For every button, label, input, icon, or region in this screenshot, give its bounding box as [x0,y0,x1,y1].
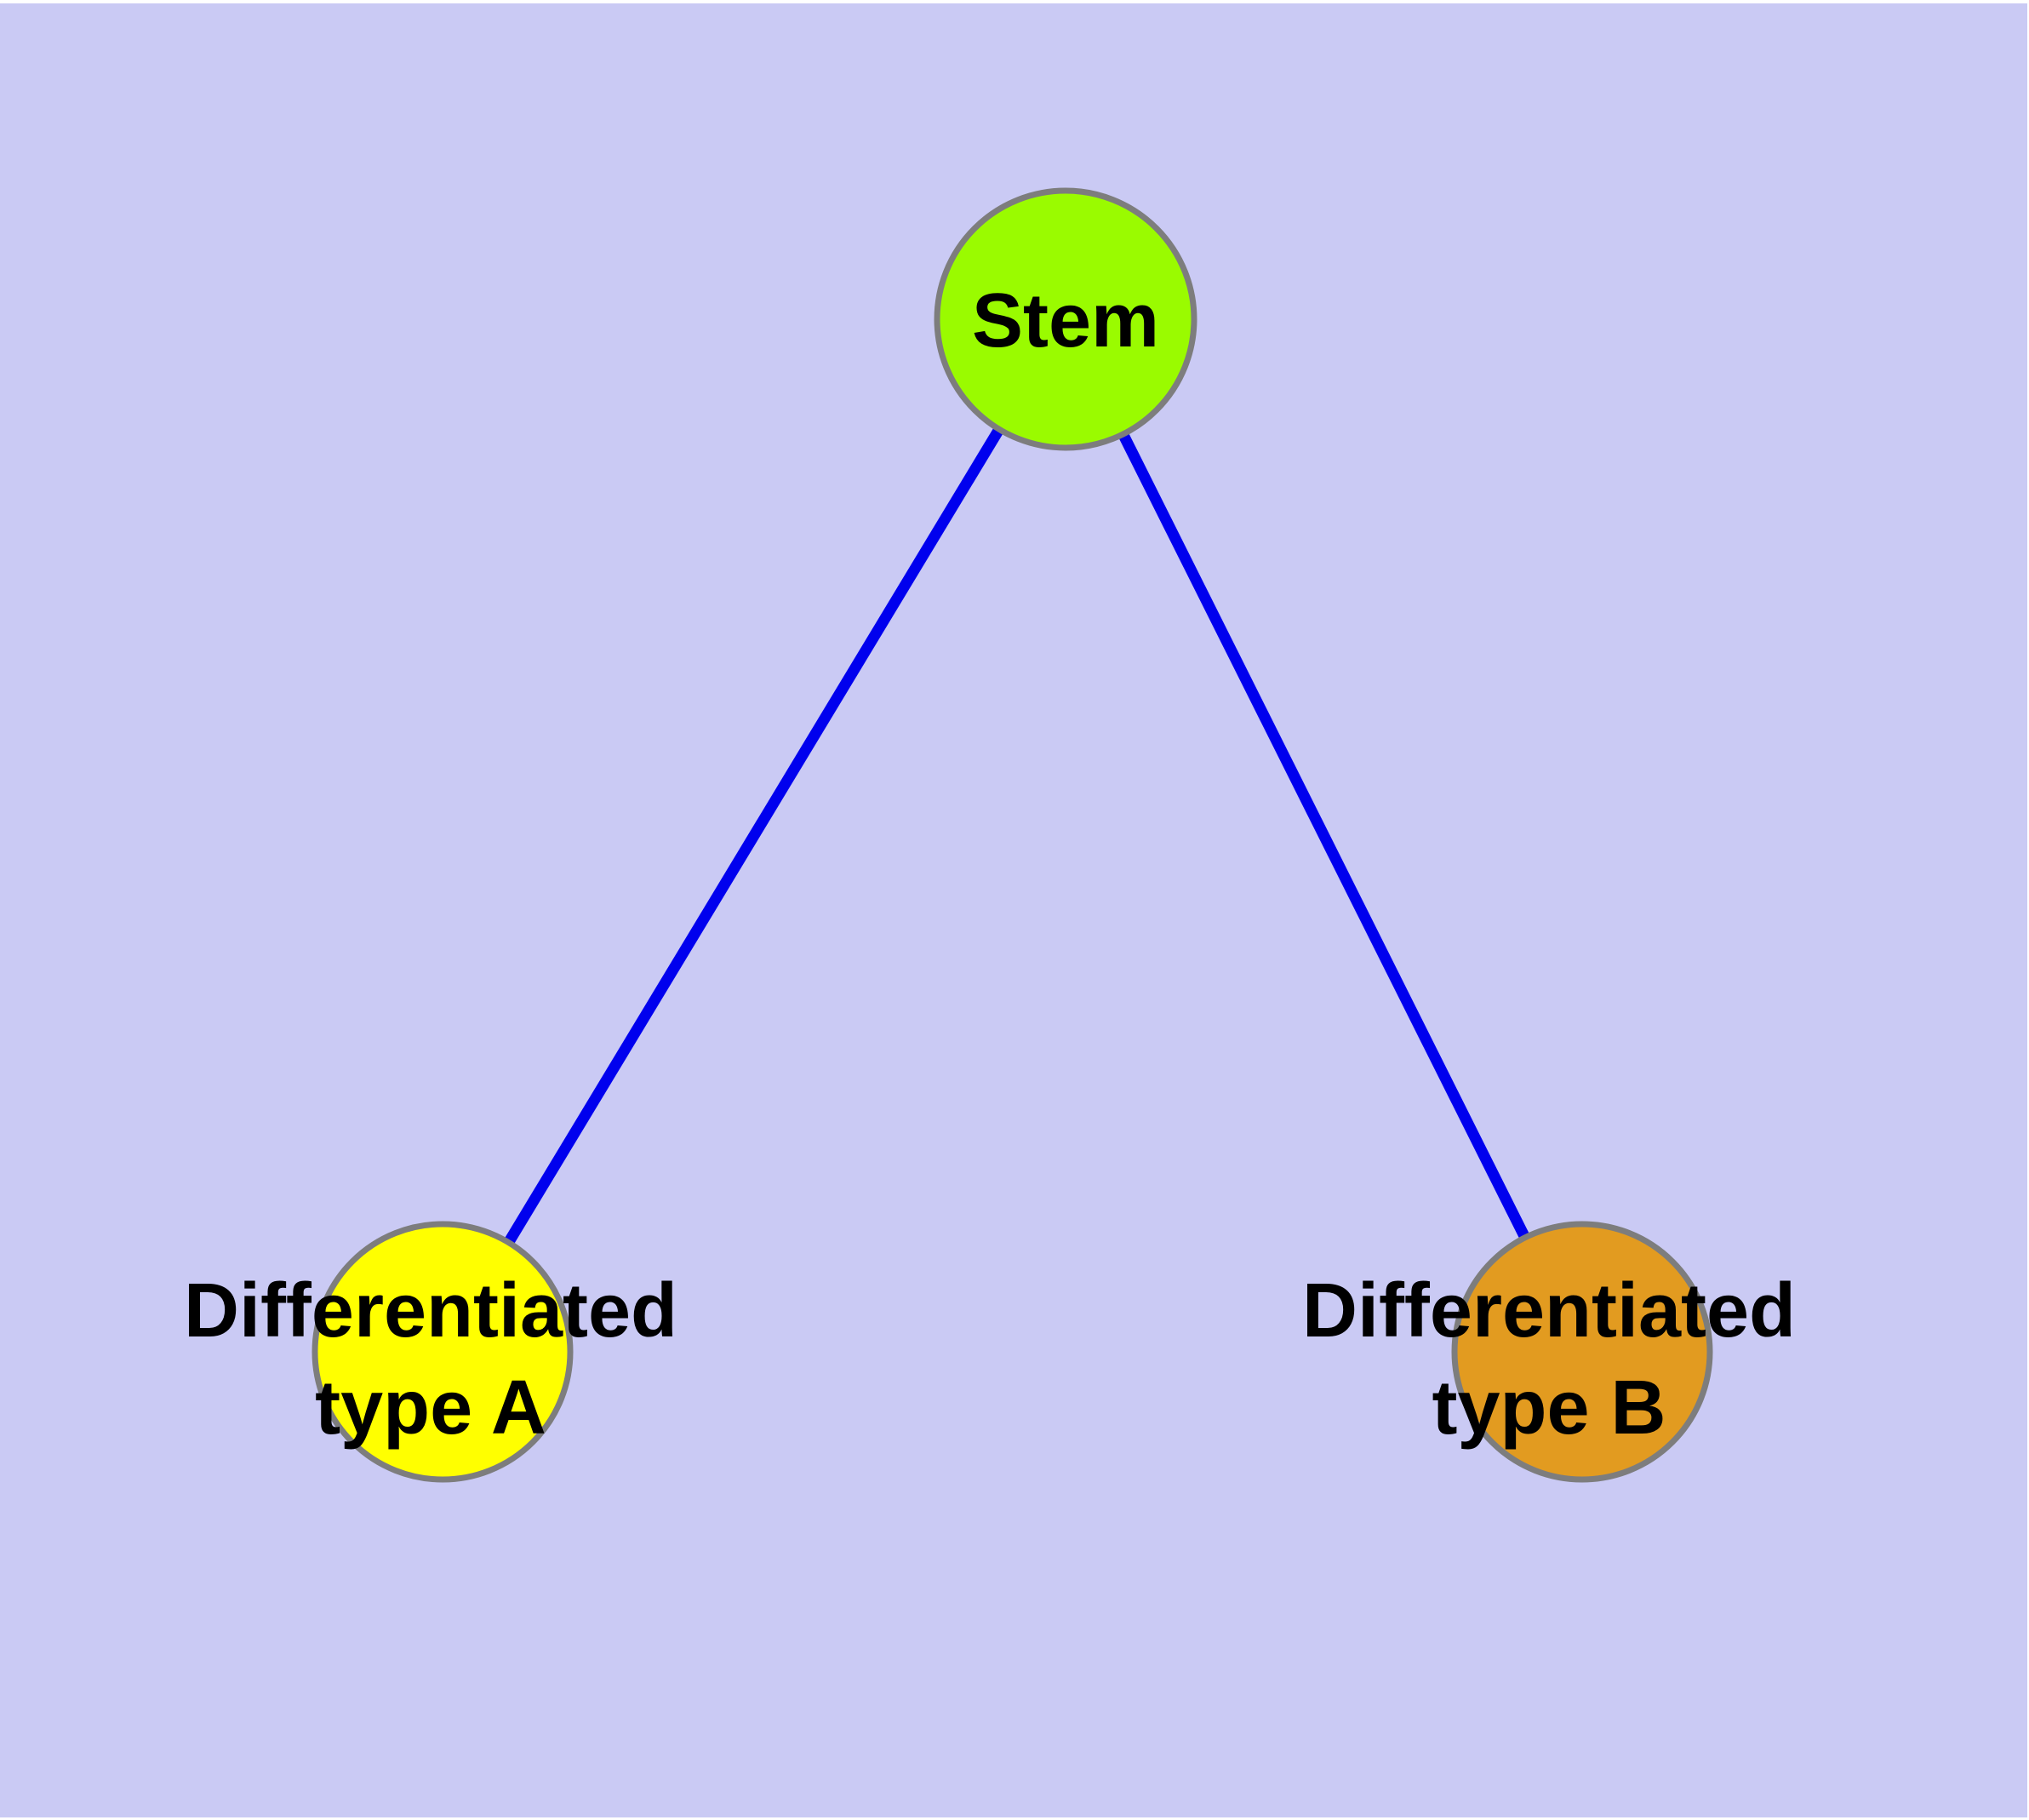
node-type-b-label-line1: Differentiated [1302,1268,1796,1354]
node-type-b-label-line2: type B [1432,1365,1666,1451]
node-type-a-label-line2: type A [315,1365,546,1451]
node-stem-label: Stem [972,278,1159,363]
node-differentiated-type-a [311,1221,574,1483]
node-type-a-label-line1: Differentiated [184,1268,677,1354]
edge-stem-to-type-a [437,316,1071,1355]
edge-stem-to-type-b [1060,317,1587,1354]
node-differentiated-type-b [1451,1221,1713,1483]
node-stem [934,187,1197,451]
